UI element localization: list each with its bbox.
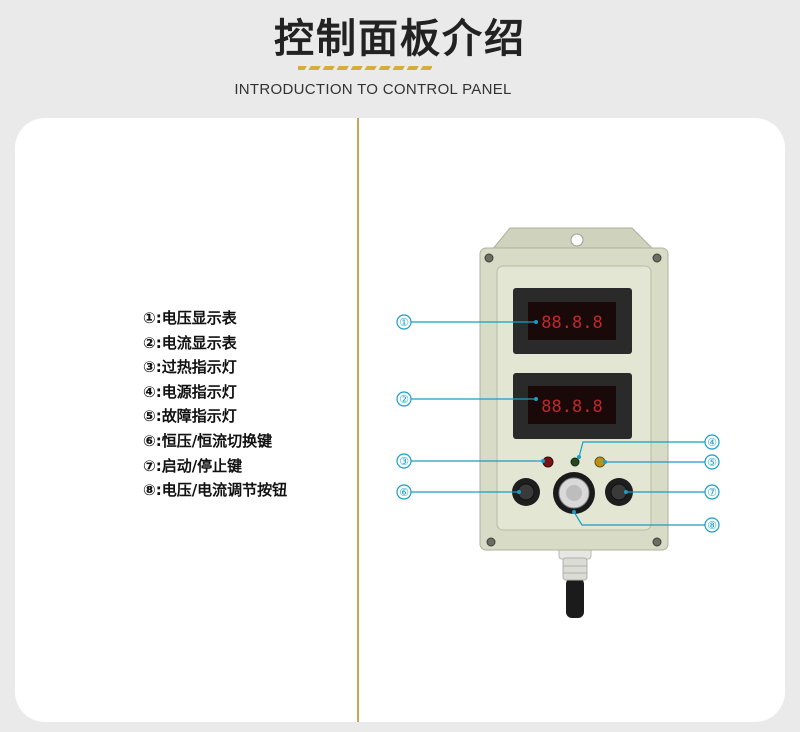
legend-item-current-meter: ②:电流显示表	[143, 333, 237, 352]
legend-item-fault-light: ⑤:故障指示灯	[143, 407, 237, 426]
page-title: 控制面板介绍	[274, 16, 526, 62]
legend-item-mode-switch: ⑥:恒压/恒流切换键	[143, 431, 273, 450]
callout-label-6: ⑥	[399, 486, 409, 499]
legend-item-adjust-knob: ⑧:电压/电流调节按钮	[143, 481, 288, 500]
corner-screws	[484, 253, 662, 547]
callout-lines	[411, 321, 705, 526]
legend-item-overheat-light: ③:过热指示灯	[143, 358, 237, 377]
legend-item-start-stop: ⑦:启动/停止键	[143, 456, 243, 475]
cable	[566, 578, 584, 618]
legend-item-power-light: ④:电源指示灯	[143, 382, 237, 401]
callout-label-8: ⑧	[707, 519, 717, 532]
legend-list: ①:电压显示表 ②:电流显示表 ③:过热指示灯 ④:电源指示灯 ⑤:故障指示灯 …	[143, 306, 287, 503]
callout-label-2: ②	[399, 393, 409, 406]
callout-label-3: ③	[399, 455, 409, 468]
callout-circles	[396, 314, 720, 533]
divider-line	[357, 118, 359, 722]
current-display: 88.8.8	[513, 373, 632, 439]
callout-dots	[517, 320, 628, 514]
start-stop-button[interactable]	[605, 478, 633, 506]
callout-label-1: ①	[399, 316, 409, 329]
hanging-hole	[570, 233, 584, 247]
callout-label-7: ⑦	[707, 486, 717, 499]
svg-text:88.8.8: 88.8.8	[541, 397, 602, 417]
title-underline-decoration	[298, 66, 432, 70]
callout-label-4: ④	[707, 436, 717, 449]
mode-switch-button[interactable]	[512, 478, 540, 506]
svg-text:88.8.8: 88.8.8	[541, 313, 602, 333]
voltage-display: 88.8.8	[513, 288, 632, 354]
power-indicator-light	[570, 457, 580, 467]
callout-label-5: ⑤	[707, 456, 717, 469]
legend-item-voltage-meter: ①:电压显示表	[143, 309, 237, 327]
page-subtitle: INTRODUCTION TO CONTROL PANEL	[234, 81, 512, 98]
adjust-knob[interactable]	[553, 472, 595, 514]
